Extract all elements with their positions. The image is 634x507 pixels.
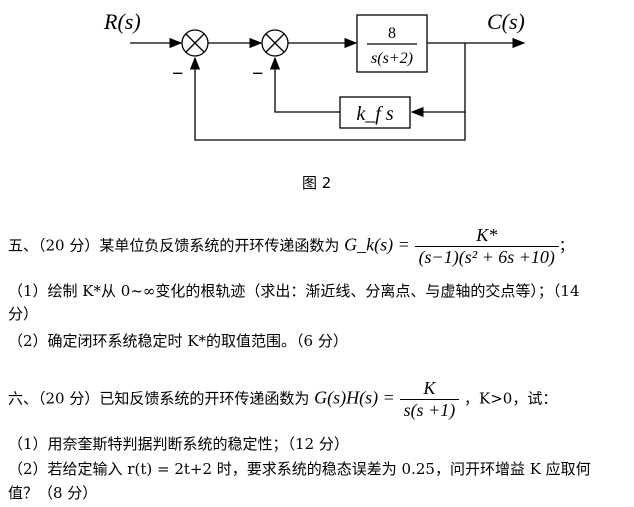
q5-suffix: ；: [558, 236, 574, 255]
q5-part1: （1）绘制 K*从 0~∞变化的根轨迹（求出：渐近线、分离点、与虚轴的交点等）；…: [8, 282, 580, 300]
q5-lhs: G_k(s) =: [344, 234, 410, 255]
q6-part1: （1）用奈奎斯特判据判断系统的稳定性；（12 分）: [8, 435, 349, 453]
q6-num: K: [423, 378, 436, 398]
input-label: R(s): [103, 9, 141, 34]
q5-den: (s−1)(s² + 6s +10): [414, 246, 559, 268]
forward-denominator: s(s+2): [371, 50, 413, 67]
q5-part1-cont: 分）: [8, 305, 39, 323]
q6-lhs: G(s)H(s) =: [314, 387, 395, 408]
feedback-gain: k_f s: [356, 103, 393, 125]
q6-den: s(s +1): [399, 399, 460, 421]
minus-sign-2: −: [252, 63, 263, 85]
forward-numerator: 8: [388, 25, 396, 42]
q5-fraction: K*(s−1)(s² + 6s +10): [414, 225, 559, 268]
minus-sign-1: −: [172, 63, 183, 85]
q5-num: K*: [476, 225, 498, 245]
q6-part2: （2）若给定输入 r(t) = 2t+2 时，要求系统的稳态误差为 0.25，问…: [8, 460, 591, 478]
q6-part2-cont: 值？（8 分）: [8, 484, 98, 502]
q6-suffix: ，K>0，试：: [464, 389, 558, 408]
figure-caption: 图 2: [302, 174, 331, 192]
block-diagram: R(s) C(s) 8 s(s+2) k_f s − − 图 2: [103, 9, 526, 192]
q5-title: 五、（20 分）某单位负反馈系统的开环传递函数为 G_k(s) = K*(s−1…: [8, 225, 574, 268]
q5-prefix: 五、（20 分）某单位负反馈系统的开环传递函数为: [8, 236, 340, 255]
output-label: C(s): [487, 9, 525, 34]
q5-part2: （2）确定闭环系统稳定时 K*的取值范围。（6 分）: [8, 332, 348, 350]
q6-prefix: 六、（20 分）已知反馈系统的开环传递函数为: [8, 389, 310, 408]
